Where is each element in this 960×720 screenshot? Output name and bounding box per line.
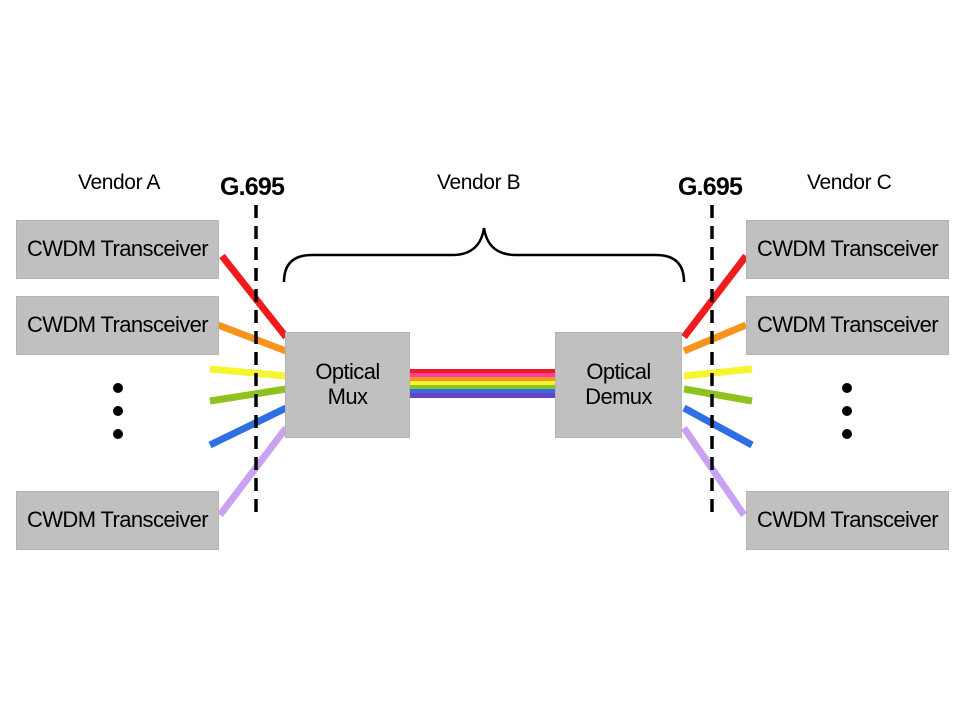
transceiver-left-1: CWDM Transceiver	[16, 220, 219, 279]
transceiver-left-3: CWDM Transceiver	[16, 491, 219, 550]
fiber-green-left	[209, 385, 287, 405]
fiber-blue-left	[208, 404, 288, 449]
fiber-lilac-right	[681, 426, 747, 517]
vendor-b-brace	[282, 227, 686, 283]
transceiver-right-2: CWDM Transceiver	[746, 296, 949, 355]
g695-label-left: G.695	[220, 173, 285, 201]
vendor-b-label: Vendor B	[437, 171, 521, 194]
transceiver-label: CWDM Transceiver	[756, 507, 939, 533]
fiber-green-right	[683, 385, 753, 405]
fiber-red-right	[681, 253, 749, 340]
transceiver-label: CWDM Transceiver	[26, 236, 209, 262]
demux-label-line2: Demux	[585, 384, 652, 409]
transceiver-right-1: CWDM Transceiver	[746, 220, 949, 279]
ellipsis-right	[842, 383, 852, 439]
optical-mux: Optical Mux	[285, 332, 410, 438]
mux-label-line1: Optical	[315, 359, 380, 385]
fiber-blue-right	[682, 404, 754, 449]
transceiver-right-3: CWDM Transceiver	[746, 491, 949, 550]
transceiver-left-2: CWDM Transceiver	[16, 296, 219, 355]
fiber-orange-right	[682, 321, 748, 355]
fiber-yellow-left	[209, 365, 287, 380]
fiber-orange-left	[216, 321, 288, 355]
mux-label-line2: Mux	[327, 384, 368, 409]
left-fibers	[208, 253, 289, 518]
demux-label-line1: Optical	[586, 359, 651, 385]
optical-demux: Optical Demux	[555, 332, 682, 438]
transceiver-label: CWDM Transceiver	[26, 507, 209, 533]
fiber-yellow-right	[683, 365, 753, 380]
transceiver-label: CWDM Transceiver	[756, 236, 939, 262]
rainbow-bundle	[410, 369, 556, 398]
vendor-a-label: Vendor A	[78, 171, 161, 194]
right-fibers	[681, 253, 754, 517]
vendor-c-label: Vendor C	[807, 171, 892, 194]
fiber-red-left	[219, 253, 289, 340]
transceiver-label: CWDM Transceiver	[756, 312, 939, 338]
ellipsis-left	[113, 383, 123, 439]
transceiver-label: CWDM Transceiver	[26, 312, 209, 338]
fiber-lilac-left	[217, 425, 289, 518]
g695-label-right: G.695	[678, 173, 743, 201]
